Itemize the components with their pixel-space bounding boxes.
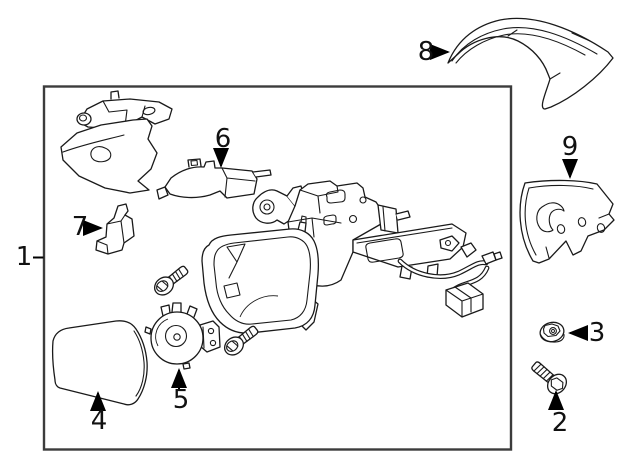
part-4-mirror-glass-drawing <box>51 320 148 406</box>
callout-1-label: 1 <box>16 242 33 272</box>
screw-lower-drawing <box>223 325 259 356</box>
callout-3: 3 <box>568 318 606 348</box>
part-7-small-bracket-drawing <box>95 203 135 255</box>
callout-8-label: 8 <box>418 37 435 67</box>
part-mirror-arm-cover-drawing <box>60 90 173 194</box>
part-3-nut-drawing <box>539 321 565 343</box>
callout-7-label: 7 <box>72 212 89 242</box>
part-5-motor-drawing <box>144 302 221 370</box>
part-6-arm-bracket-drawing <box>156 158 272 200</box>
callout-4-label: 4 <box>91 406 108 436</box>
callout-6: 6 <box>213 124 232 168</box>
callout-9-label: 9 <box>562 132 579 162</box>
callout-7: 7 <box>72 212 103 242</box>
screw-upper-drawing <box>153 265 189 296</box>
callout-2-label: 2 <box>552 408 569 438</box>
part-2-screw-drawing <box>531 361 568 395</box>
callout-3-label: 3 <box>589 318 606 348</box>
callout-5: 5 <box>171 368 190 415</box>
part-9-lower-cover-drawing <box>519 179 615 264</box>
part-8-upper-cover-drawing <box>447 17 614 110</box>
assembly-boundary-box <box>42 85 513 451</box>
pivot-joint-drawing <box>252 185 304 225</box>
wiring-harness-drawing <box>397 251 503 318</box>
callout-1: 1 <box>16 242 44 272</box>
callout-9: 9 <box>562 132 579 179</box>
callout-8: 8 <box>418 37 450 67</box>
callout-4: 4 <box>90 391 108 436</box>
callout-2: 2 <box>548 390 569 438</box>
callout-5-label: 5 <box>173 385 190 415</box>
callout-6-label: 6 <box>215 124 232 154</box>
bezel-frame-drawing <box>201 215 320 334</box>
